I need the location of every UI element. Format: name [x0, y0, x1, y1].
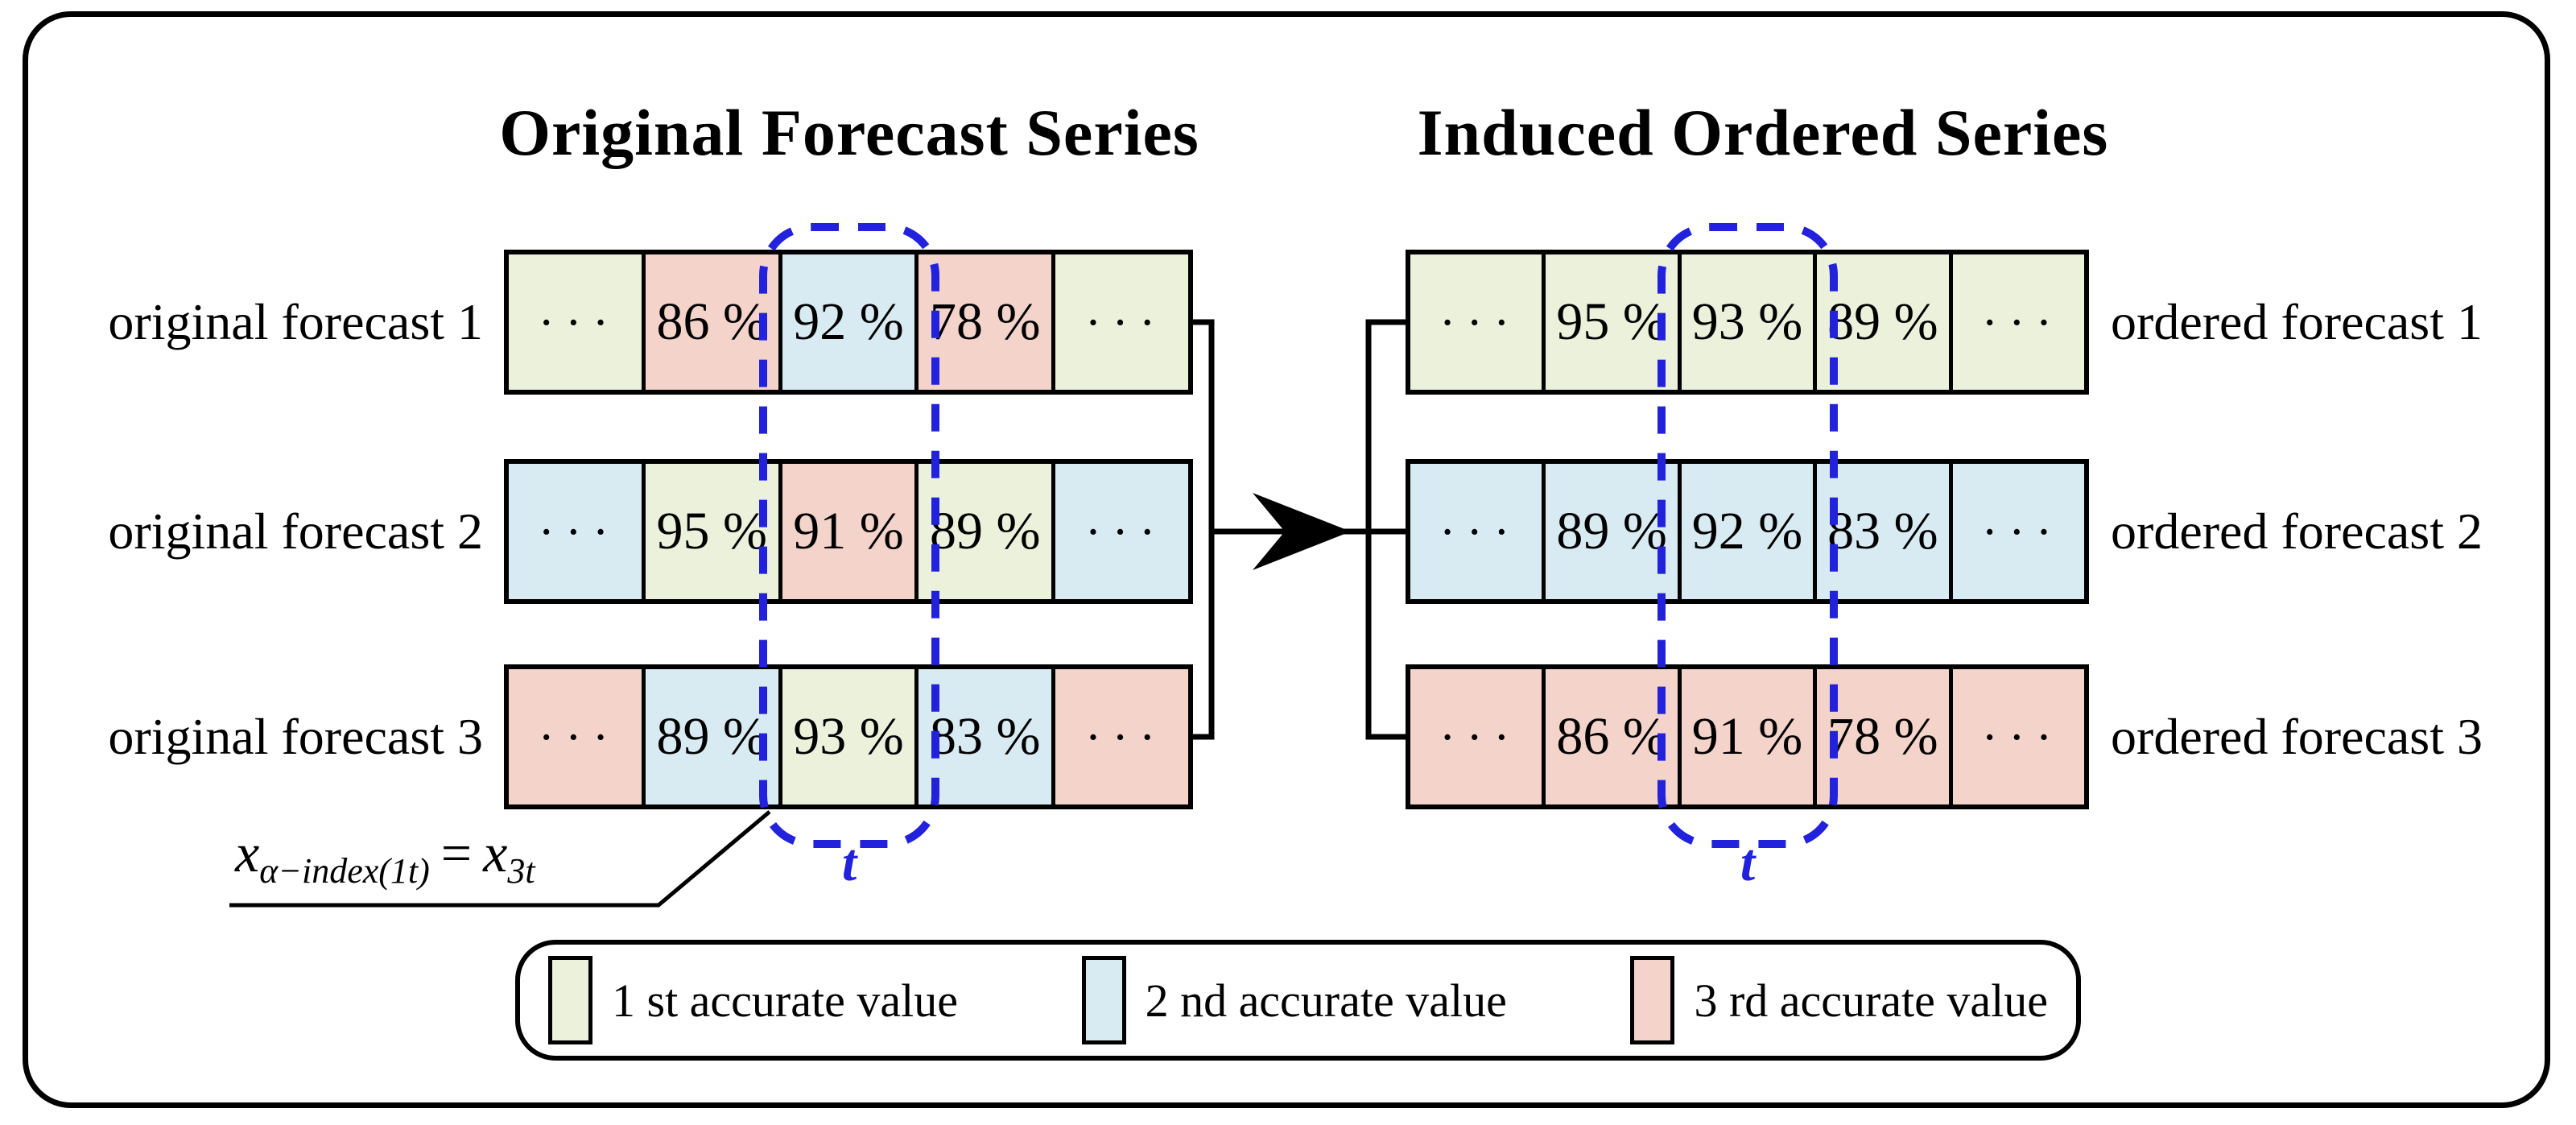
series-cell: 91 % [778, 464, 915, 599]
series-cell: 89 % [1813, 254, 1949, 390]
legend-item: 1 st accurate value [548, 956, 958, 1044]
forecast-row: · · ·95 %91 %89 %· · · [504, 459, 1193, 604]
series-cell: · · · [1410, 254, 1542, 390]
series-cell: · · · [1051, 464, 1188, 599]
legend-label: 3 rd accurate value [1694, 974, 2048, 1027]
series-cell: 93 % [778, 669, 915, 804]
figure-border [23, 11, 2550, 1108]
legend-item: 3 rd accurate value [1630, 956, 2048, 1044]
legend-item: 2 nd accurate value [1081, 956, 1507, 1044]
series-cell: 92 % [1677, 464, 1814, 599]
forecast-row: · · ·86 %92 %78 %· · · [504, 250, 1193, 395]
alpha-index-formula: xα−index(1t)=x3t [235, 821, 535, 891]
series-cell: · · · [509, 254, 642, 390]
row-label: ordered forecast 1 [2111, 293, 2483, 350]
series-cell: 89 % [641, 669, 778, 804]
legend-swatch-first [548, 956, 592, 1044]
formula-subscript-1: α−index(1t) [259, 851, 430, 891]
forecast-row: · · ·86 %91 %78 %· · · [1406, 664, 2089, 809]
series-cell: · · · [1948, 669, 2085, 804]
row-label: ordered forecast 2 [2111, 503, 2483, 560]
series-cell: · · · [509, 669, 642, 804]
legend-swatch-third [1630, 956, 1675, 1044]
series-cell: · · · [1410, 669, 1542, 804]
legend-label: 2 nd accurate value [1145, 974, 1507, 1027]
legend-swatch-second [1081, 956, 1126, 1044]
series-cell: 89 % [914, 464, 1052, 599]
legend-label: 1 st accurate value [612, 974, 958, 1027]
row-label: ordered forecast 3 [2111, 708, 2483, 765]
formula-equals: = [440, 822, 473, 883]
right-title: Induced Ordered Series [1417, 96, 2109, 169]
series-cell: 78 % [1813, 669, 1949, 804]
series-cell: 86 % [641, 254, 778, 390]
formula-subscript-2: 3t [507, 851, 535, 891]
series-cell: 95 % [641, 464, 778, 599]
series-cell: 93 % [1677, 254, 1814, 390]
series-cell: · · · [1410, 464, 1542, 599]
left-title: Original Forecast Series [499, 96, 1199, 169]
time-index-label-left: t [841, 833, 857, 892]
series-cell: 83 % [1813, 464, 1949, 599]
series-cell: 83 % [914, 669, 1052, 804]
time-index-label-right: t [1740, 833, 1756, 892]
forecast-row: · · ·89 %93 %83 %· · · [504, 664, 1193, 809]
series-cell: 95 % [1542, 254, 1678, 390]
series-cell: 86 % [1542, 669, 1678, 804]
series-cell: 92 % [778, 254, 915, 390]
series-cell: 78 % [914, 254, 1052, 390]
series-cell: · · · [1051, 254, 1188, 390]
formula-base-1: x [235, 822, 260, 883]
series-cell: 89 % [1542, 464, 1678, 599]
series-cell: 91 % [1677, 669, 1814, 804]
legend: 1 st accurate value 2 nd accurate value 3 … [515, 940, 2081, 1061]
row-label: original forecast 1 [108, 293, 483, 350]
series-cell: · · · [1948, 464, 2085, 599]
forecast-row: · · ·89 %92 %83 %· · · [1406, 459, 2089, 604]
series-cell: · · · [509, 464, 642, 599]
forecast-row: · · ·95 %93 %89 %· · · [1406, 250, 2089, 395]
formula-base-2: x [483, 822, 508, 883]
series-cell: · · · [1948, 254, 2085, 390]
series-cell: · · · [1051, 669, 1188, 804]
row-label: original forecast 2 [108, 503, 483, 560]
row-label: original forecast 3 [108, 708, 483, 765]
